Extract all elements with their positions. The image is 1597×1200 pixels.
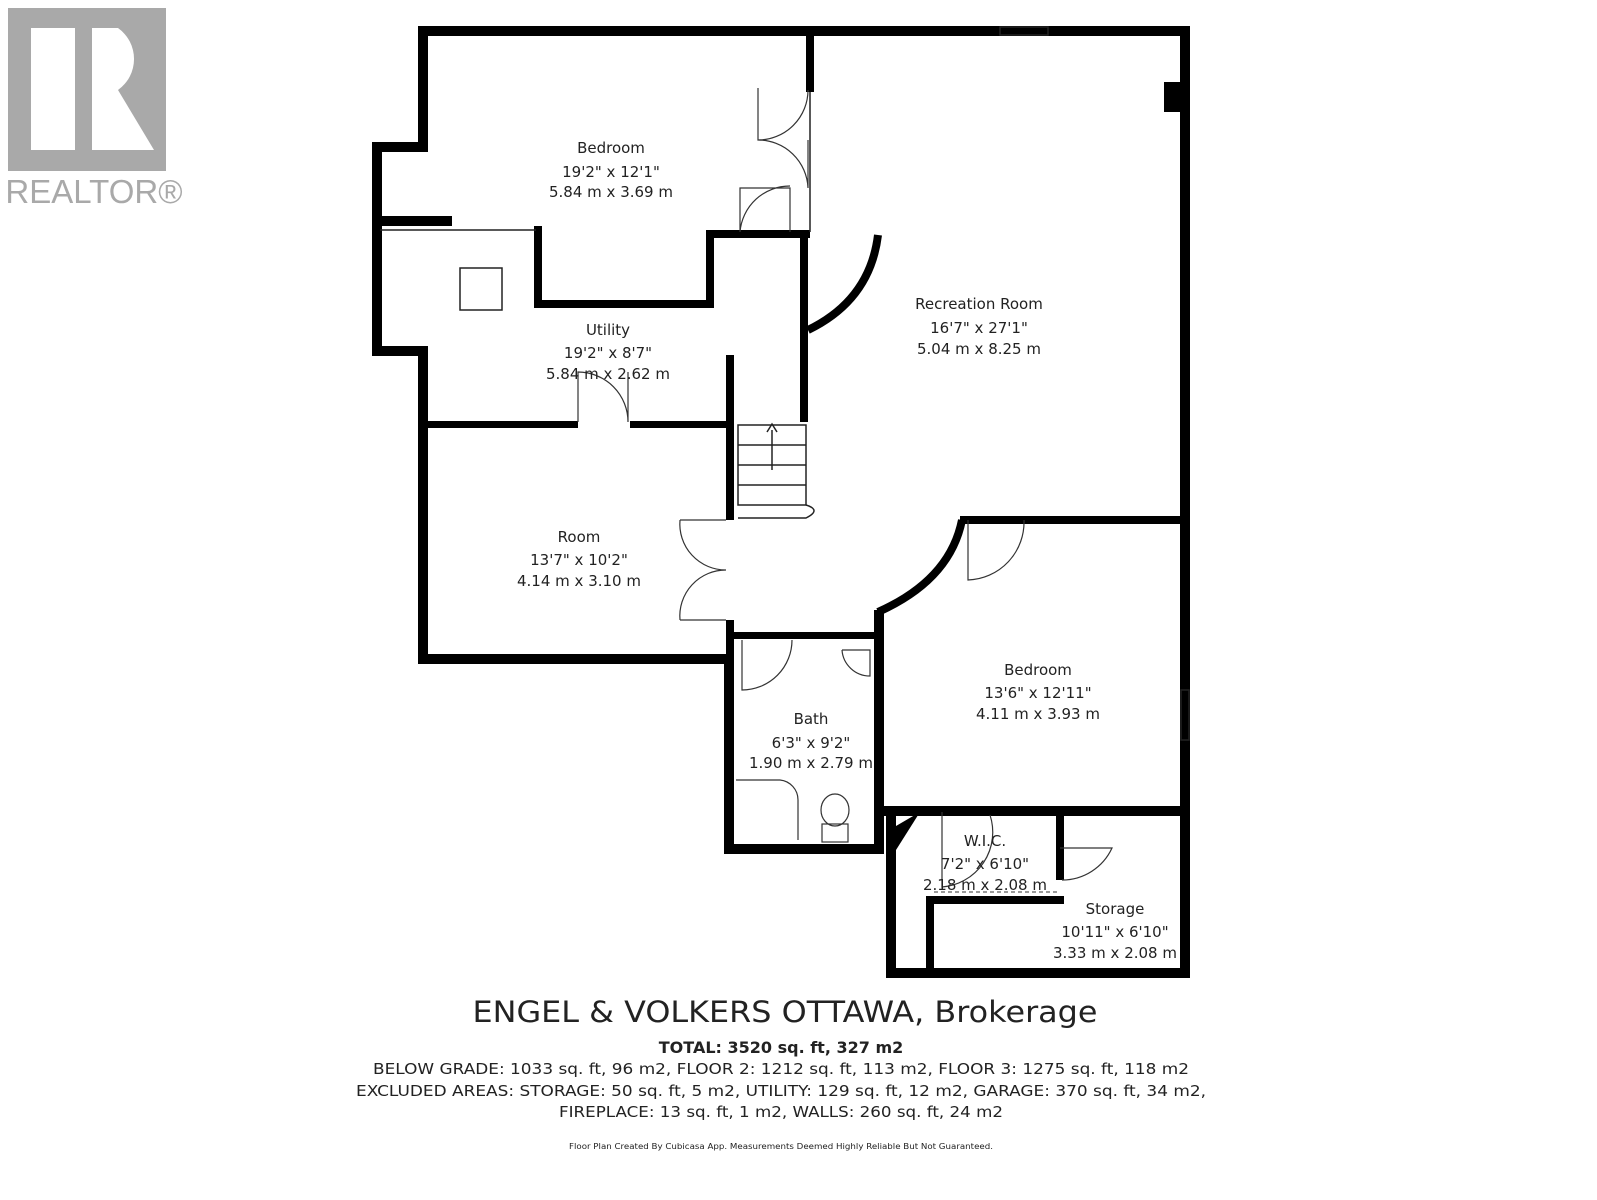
room-metric: 5.84 m x 2.62 m [546, 365, 670, 383]
room-imperial: 7'2" x 6'10" [941, 855, 1029, 873]
room-imperial: 19'2" x 12'1" [562, 163, 660, 181]
room-name: Bath [794, 710, 829, 728]
room-imperial: 16'7" x 27'1" [930, 319, 1028, 337]
room-metric: 5.04 m x 8.25 m [917, 340, 1041, 358]
floor-areas: BELOW GRADE: 1033 sq. ft, 96 m2, FLOOR 2… [373, 1060, 1189, 1078]
room-storage: Storage 10'11" x 6'10" 3.33 m x 2.08 m [1053, 900, 1177, 962]
room-name: Room [558, 528, 601, 546]
area-summary: TOTAL: 3520 sq. ft, 327 m2 BELOW GRADE: … [356, 1038, 1206, 1151]
room-name: Bedroom [577, 139, 645, 157]
room-imperial: 19'2" x 8'7" [564, 344, 652, 362]
room-bedroom-1: Bedroom 19'2" x 12'1" 5.84 m x 3.69 m [549, 139, 673, 201]
room-metric: 4.14 m x 3.10 m [517, 572, 641, 590]
room-name: Recreation Room [915, 295, 1043, 313]
excluded-areas: EXCLUDED AREAS: STORAGE: 50 sq. ft, 5 m2… [356, 1082, 1206, 1100]
room-utility: Utility 19'2" x 8'7" 5.84 m x 2.62 m [546, 321, 670, 383]
room-imperial: 13'6" x 12'11" [984, 684, 1091, 702]
room-metric: 1.90 m x 2.79 m [749, 754, 873, 772]
realtor-logo: REALTOR® [5, 8, 183, 210]
room-imperial: 13'7" x 10'2" [530, 551, 628, 569]
room-metric: 3.33 m x 2.08 m [1053, 944, 1177, 962]
fixtures [380, 26, 1190, 893]
stairs [737, 422, 815, 519]
room-bath: Bath 6'3" x 9'2" 1.90 m x 2.79 m [749, 710, 873, 772]
room-name: Utility [586, 321, 630, 339]
excluded-areas-cont: FIREPLACE: 13 sq. ft, 1 m2, WALLS: 260 s… [559, 1103, 1003, 1121]
room-name: W.I.C. [964, 832, 1006, 850]
room-metric: 2.18 m x 2.08 m [923, 876, 1047, 894]
room-metric: 5.84 m x 3.69 m [549, 183, 673, 201]
watermark: ENGEL & VOLKERS OTTAWA, Brokerage [473, 995, 1098, 1029]
realtor-logo-text: REALTOR® [5, 173, 182, 210]
room-metric: 4.11 m x 3.93 m [976, 705, 1100, 723]
room-imperial: 10'11" x 6'10" [1061, 923, 1168, 941]
room-name: Storage [1086, 900, 1145, 918]
room-imperial: 6'3" x 9'2" [772, 734, 851, 752]
room-bedroom-2: Bedroom 13'6" x 12'11" 4.11 m x 3.93 m [976, 661, 1100, 723]
room-recreation: Recreation Room 16'7" x 27'1" 5.04 m x 8… [915, 295, 1043, 358]
walls [372, 26, 1190, 978]
room-room: Room 13'7" x 10'2" 4.14 m x 3.10 m [517, 528, 641, 590]
total-area: TOTAL: 3520 sq. ft, 327 m2 [659, 1038, 904, 1057]
credit-note: Floor Plan Created By Cubicasa App. Meas… [569, 1142, 993, 1151]
room-name: Bedroom [1004, 661, 1072, 679]
room-wic: W.I.C. 7'2" x 6'10" 2.18 m x 2.08 m [923, 832, 1047, 894]
